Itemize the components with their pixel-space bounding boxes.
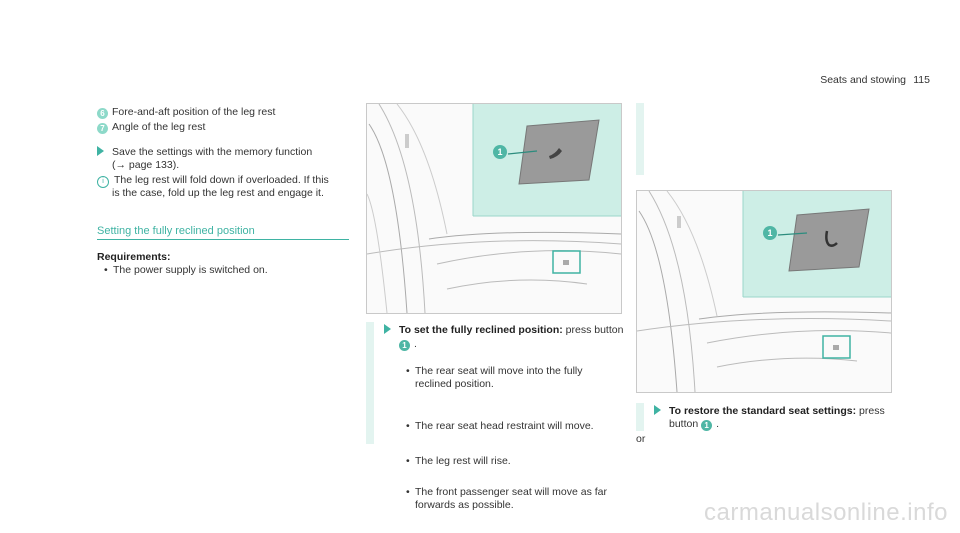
middle-bullet-2: The rear seat head restraint will move. [406,420,960,433]
right-bar [636,103,644,175]
marker-6: 6 [97,108,108,119]
middle-bar [366,322,374,444]
section-heading: Setting the fully reclined position [97,225,255,237]
requirement-item: The power supply is switched on. [104,264,960,277]
section-heading-rule [97,239,349,240]
figure-marker-1: 1 [493,145,507,159]
or-text: or [636,433,646,445]
note-line2: is the case, fold up the leg rest and en… [112,187,324,199]
step-arrow-icon [654,405,661,415]
page-header: Seats and stowing [820,74,906,87]
step-set-reclined: To set the fully reclined position: pres… [384,324,623,337]
step-restore-line2: button 1. [669,418,720,431]
marker-7: 7 [97,123,108,134]
requirements-label: Requirements: [97,251,171,263]
figure2-marker-1: 1 [763,226,777,240]
middle-bullet-1: The rear seat will move into the fully r… [406,365,960,391]
door-illustration-2 [637,191,891,392]
section-title: Seats and stowing [820,74,906,86]
step-save: Save the settings with the memory functi… [97,146,312,159]
watermark: carmanualsonline.info [704,499,948,526]
middle-bullet-3: The leg rest will rise. [406,455,960,468]
info-icon: i [97,176,109,188]
door-figure-1: 1 [366,103,622,314]
step-save-ref[interactable]: (→ page 133). [112,159,180,171]
door-figure-2: 1 [636,190,892,393]
door-illustration [367,104,621,313]
step-set-reclined-marker: 1. [399,338,417,351]
step-restore: To restore the standard seat settings: p… [654,405,885,418]
step-arrow-icon [97,146,104,156]
page-number: 115 [913,74,930,86]
step-arrow-icon [384,324,391,334]
right-bar-2 [636,403,644,431]
middle-bullet-4: The front passenger seat will move as fa… [406,486,960,512]
